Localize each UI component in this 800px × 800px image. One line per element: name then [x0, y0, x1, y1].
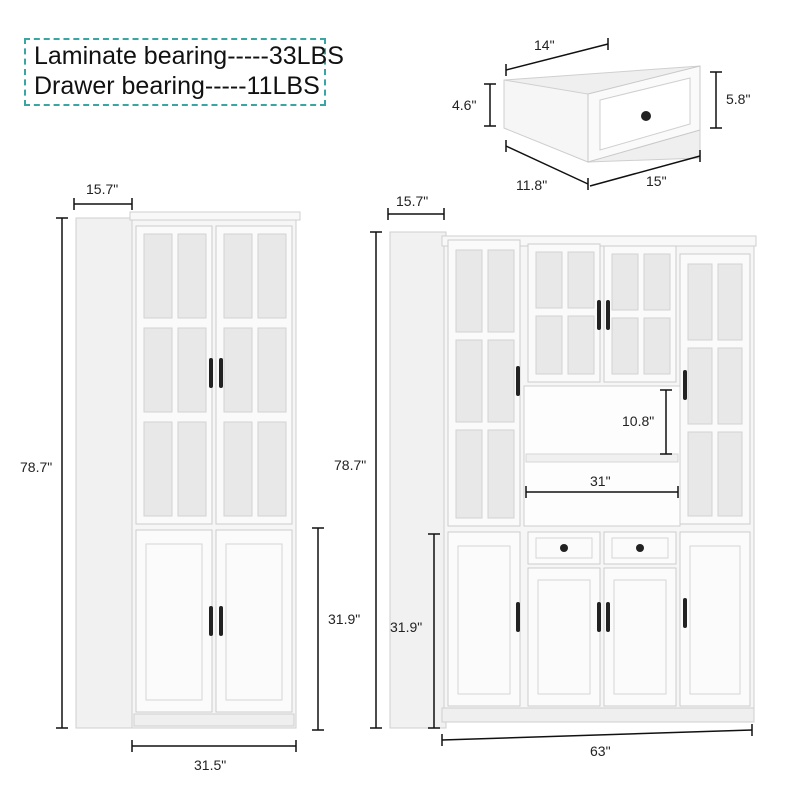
single-cabinet-side — [75, 217, 135, 729]
drawer-side-height-label: 4.6" — [452, 97, 476, 113]
combo-cabinet — [389, 231, 757, 729]
combo-depth-label: 15.7" — [396, 193, 428, 209]
combo-lower-door-mid-left — [527, 567, 601, 707]
single-handle-icons — [209, 358, 223, 636]
single-cabinet-crown — [129, 211, 301, 221]
laminate-bearing-text: Laminate bearing-----33LBS — [34, 42, 344, 70]
combo-lower-door-right — [679, 531, 751, 707]
combo-lower-height-label: 31.9" — [390, 619, 422, 635]
drawer-bearing-text: Drawer bearing-----11LBS — [34, 72, 320, 100]
single-lower-door-left — [135, 529, 213, 713]
combo-open-width-label: 31" — [590, 473, 611, 489]
drawer-dimension-lines — [484, 38, 722, 190]
single-height-label: 78.7" — [20, 459, 52, 475]
drawer-knob-icon — [641, 111, 651, 121]
drawer-width-label: 14" — [534, 37, 555, 53]
combo-glass-panes — [455, 249, 743, 519]
combo-cabinet-side — [389, 231, 447, 729]
single-dimension-lines — [56, 198, 324, 752]
combo-lower-door-left — [447, 531, 521, 707]
single-depth-label: 15.7" — [86, 181, 118, 197]
single-glass-panes — [143, 233, 287, 517]
single-lower-door-right — [215, 529, 293, 713]
single-cabinet-base — [133, 713, 295, 727]
bearing-spec-box: Laminate bearing-----33LBS Drawer bearin… — [24, 38, 344, 106]
single-width-label: 31.5" — [194, 757, 226, 773]
combo-dimension-lines — [370, 208, 753, 746]
combo-handle-icons — [516, 300, 687, 632]
drawer-front-height-label: 5.8" — [726, 91, 750, 107]
drawer-illustration — [503, 65, 701, 163]
drawer-depth-label: 11.8" — [516, 177, 547, 193]
single-cabinet — [75, 211, 301, 729]
combo-open-height-label: 10.8" — [622, 413, 654, 429]
combo-lower-door-mid-right — [603, 567, 677, 707]
combo-height-label: 78.7" — [334, 457, 366, 473]
single-lower-height-label: 31.9" — [328, 611, 360, 627]
combo-open-shelf-board — [525, 453, 679, 463]
drawer-front-width-label: 15" — [646, 173, 667, 189]
combo-width-label: 63" — [590, 743, 611, 759]
combo-cabinet-base — [441, 707, 755, 723]
combo-drawer-right — [603, 531, 677, 565]
